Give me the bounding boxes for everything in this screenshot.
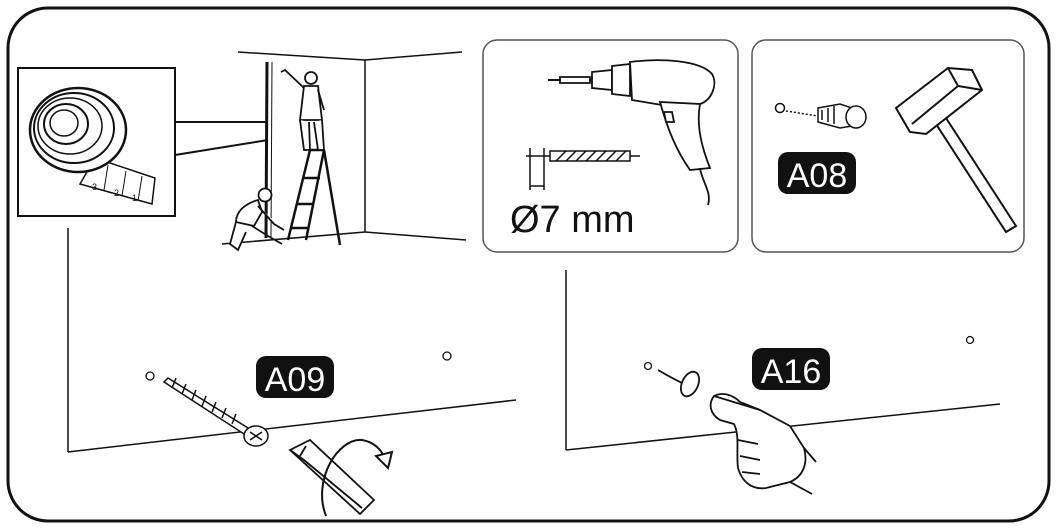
- people-measuring-wall-icon: [222, 52, 466, 250]
- screw-code: A09: [256, 356, 334, 399]
- tape-mark-1: 1: [132, 193, 137, 203]
- drill-panel: Ø7 mm: [483, 40, 738, 252]
- wall-plug-code-text: A08: [787, 157, 848, 195]
- screw-code-text: A09: [265, 361, 326, 399]
- screwdriver-icon: [290, 440, 374, 514]
- tape-mark-3: 3: [92, 182, 97, 192]
- washer-panel: A16: [566, 270, 1000, 494]
- screw-panel: A09: [68, 228, 516, 516]
- wall-plug-panel: A08: [752, 40, 1024, 252]
- screw-icon: [164, 378, 268, 446]
- washer-code-text: A16: [761, 353, 822, 391]
- drill-hole-left-2: [645, 363, 652, 370]
- washer-icon: [658, 369, 703, 399]
- tape-mark-2: 2: [114, 188, 119, 198]
- measuring-tape-panel: 3 2 1: [18, 68, 268, 216]
- thumb-press-icon: [711, 394, 816, 494]
- drill-hole-right-2: [967, 337, 974, 344]
- wall-plug-code: A08: [778, 152, 856, 195]
- drill-size-label: Ø7 mm: [510, 199, 635, 241]
- wall-plug-panel-box: [752, 40, 1024, 252]
- drill-hole-left: [146, 372, 154, 380]
- drill-hole-right: [443, 352, 451, 360]
- washer-code: A16: [752, 348, 830, 391]
